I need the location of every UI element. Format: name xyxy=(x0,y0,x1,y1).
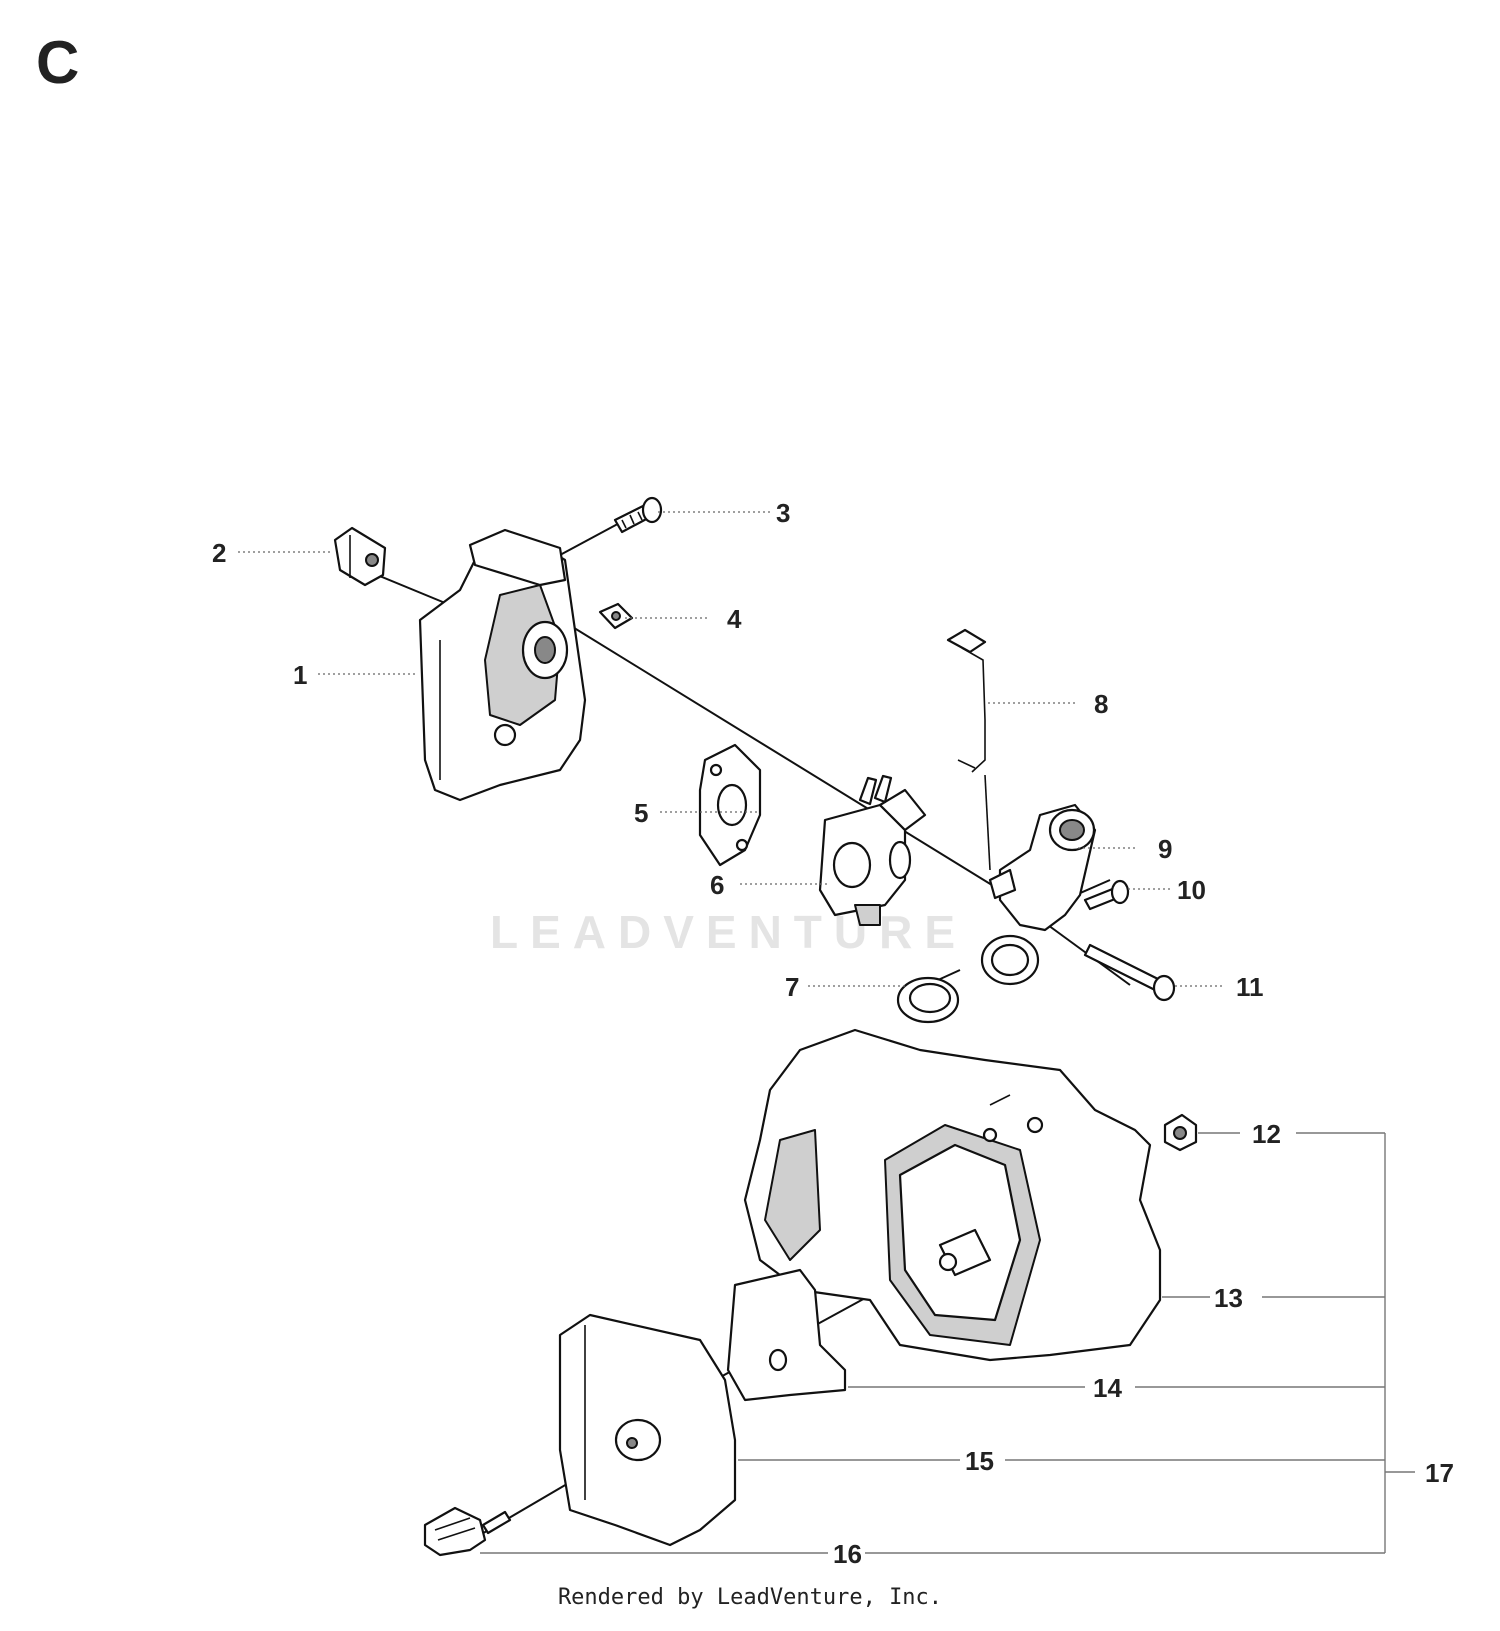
callout-5: 5 xyxy=(634,798,648,828)
callout-labels: 2 1 3 4 5 6 7 8 9 10 11 12 13 14 15 16 1… xyxy=(212,498,1454,1569)
callout-6: 6 xyxy=(710,870,724,900)
callout-13: 13 xyxy=(1214,1283,1243,1313)
part-1-housing xyxy=(418,528,587,802)
part-16-knob xyxy=(423,1506,512,1557)
part-7-seal-ring xyxy=(896,976,960,1024)
part-11-bolt xyxy=(1083,943,1176,1002)
part-14-filter-element xyxy=(726,1268,847,1402)
callout-17: 17 xyxy=(1425,1458,1454,1488)
callout-7: 7 xyxy=(785,972,799,1002)
leader-lines xyxy=(238,511,1225,987)
part-8-throttle-rod xyxy=(946,628,991,871)
callout-4: 4 xyxy=(727,604,742,634)
assembly-bracket xyxy=(480,1132,1415,1554)
part-13-filter-housing xyxy=(743,1028,1162,1362)
section-letter: C xyxy=(36,29,80,96)
part-10-screw xyxy=(1083,879,1130,911)
callout-2: 2 xyxy=(212,538,226,568)
part-12-nut xyxy=(1163,1113,1198,1152)
callout-16: 16 xyxy=(833,1539,862,1569)
callout-9: 9 xyxy=(1158,834,1172,864)
callout-11: 11 xyxy=(1236,972,1264,1002)
callout-14: 14 xyxy=(1093,1373,1122,1403)
callout-1: 1 xyxy=(293,660,307,690)
part-6-carburetor xyxy=(818,774,927,926)
callout-12: 12 xyxy=(1252,1119,1281,1149)
part-4-nut xyxy=(598,602,634,630)
part-5-gasket xyxy=(698,743,762,867)
part-15-filter-cover xyxy=(558,1313,737,1547)
callout-3: 3 xyxy=(776,498,790,528)
callout-15: 15 xyxy=(965,1446,994,1476)
part-3-screw xyxy=(613,496,663,534)
callout-8: 8 xyxy=(1094,689,1108,719)
callout-10: 10 xyxy=(1177,875,1206,905)
footer-credit: Rendered by LeadVenture, Inc. xyxy=(557,1585,943,1610)
part-2-grommet xyxy=(333,526,387,587)
part-9-intake-elbow xyxy=(980,803,1097,986)
